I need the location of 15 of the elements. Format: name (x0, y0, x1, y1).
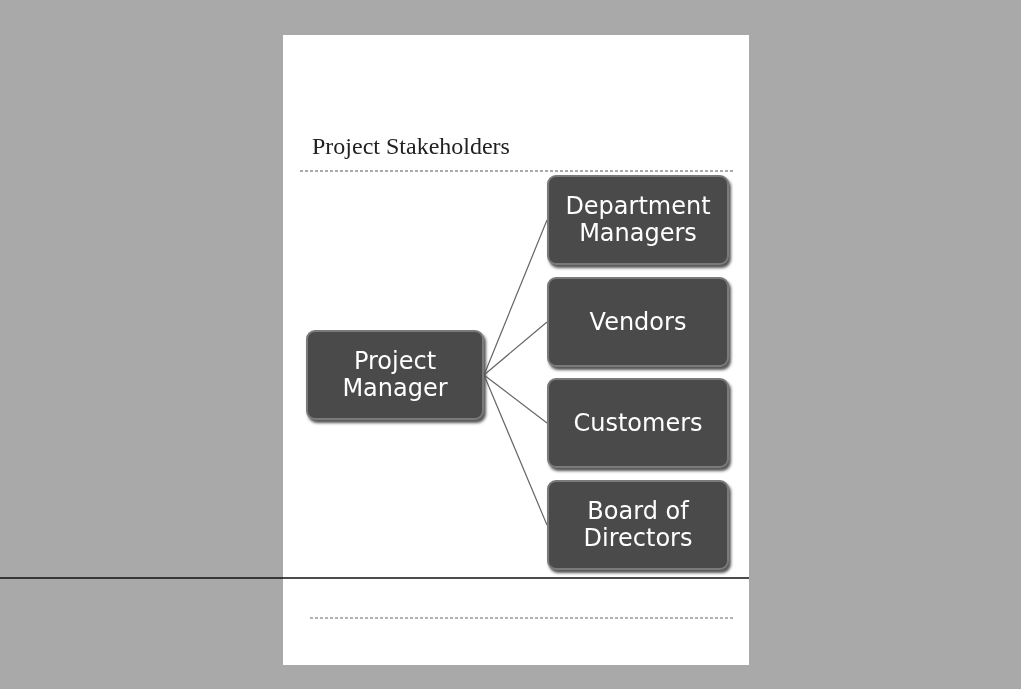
connector-line (483, 321, 548, 376)
node-label: Project Manager (341, 348, 449, 402)
stakeholder-box (547, 378, 729, 468)
node-label: Department Managers (564, 193, 712, 247)
node-label: Vendors (589, 308, 687, 336)
node-label: Customers (573, 409, 703, 437)
stakeholder-box (547, 480, 729, 570)
stakeholder-box (306, 330, 484, 420)
slide-title: Project Stakeholders (312, 133, 510, 160)
stakeholder-box (547, 175, 729, 265)
connector-line (483, 219, 548, 376)
node-label: Board of Directors (582, 498, 694, 552)
connector-line (483, 374, 548, 526)
connector-line (483, 374, 548, 424)
stakeholder-box (547, 277, 729, 367)
